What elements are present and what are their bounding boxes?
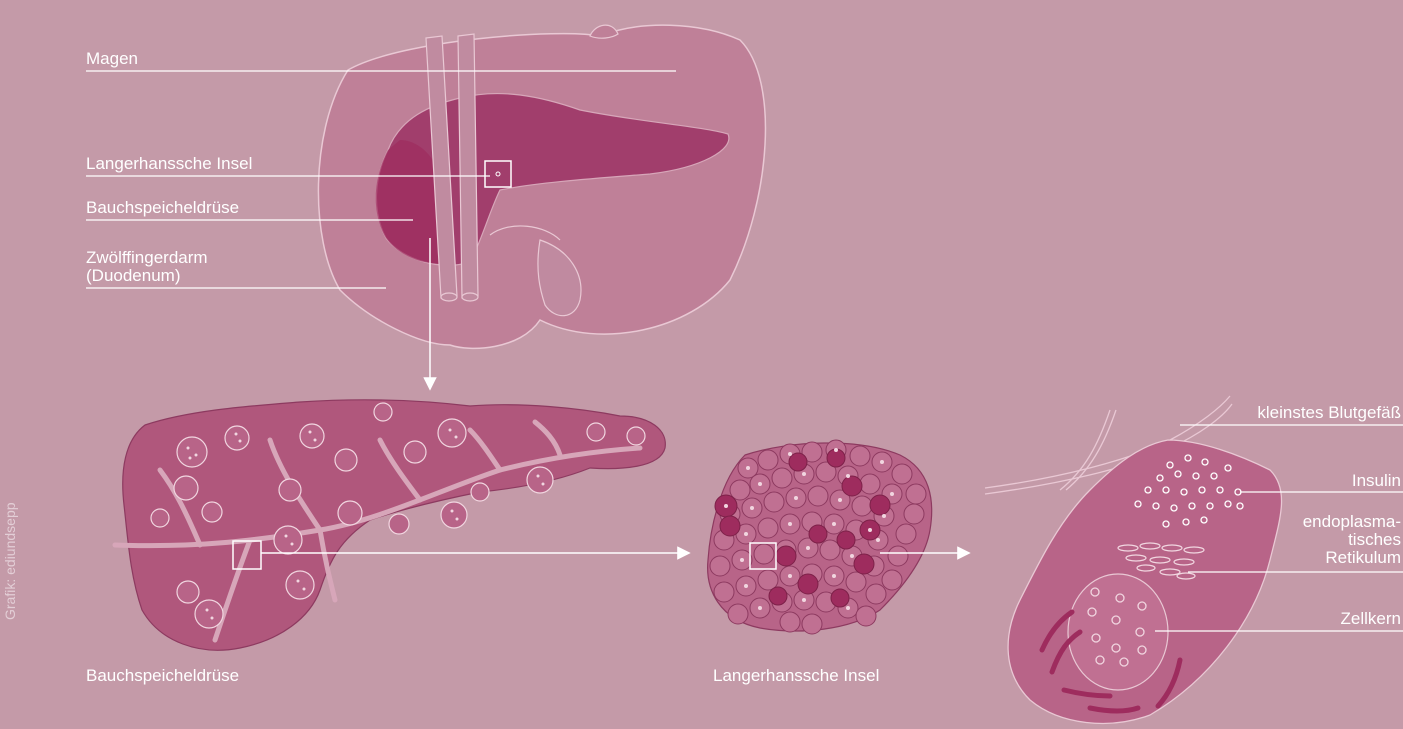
islet-illustration <box>708 440 932 634</box>
label-endoplasmatisches-2: tisches <box>1348 531 1401 549</box>
beta-cell-illustration <box>1008 440 1281 723</box>
label-duodenum: (Duodenum) <box>86 267 181 285</box>
label-langerhanssche-insel: Langerhanssche Insel <box>86 155 252 173</box>
credit-text: Grafik: ediundsepp <box>2 502 18 620</box>
label-zwoelffingerdarm: Zwölffingerdarm <box>86 249 208 267</box>
label-retikulum: Retikulum <box>1325 549 1401 567</box>
caption-langerhanssche-insel: Langerhanssche Insel <box>713 667 879 685</box>
label-bauchspeicheldruese: Bauchspeicheldrüse <box>86 199 239 217</box>
pancreas-tissue-illustration <box>115 400 665 650</box>
label-magen: Magen <box>86 50 138 68</box>
label-insulin: Insulin <box>1352 472 1401 490</box>
label-endoplasmatisches-1: endoplasma- <box>1303 513 1401 531</box>
label-kleinstes-blutgefaess: kleinstes Blutgefäß <box>1257 404 1401 422</box>
label-zellkern: Zellkern <box>1341 610 1401 628</box>
caption-bauchspeicheldruese: Bauchspeicheldrüse <box>86 667 239 685</box>
